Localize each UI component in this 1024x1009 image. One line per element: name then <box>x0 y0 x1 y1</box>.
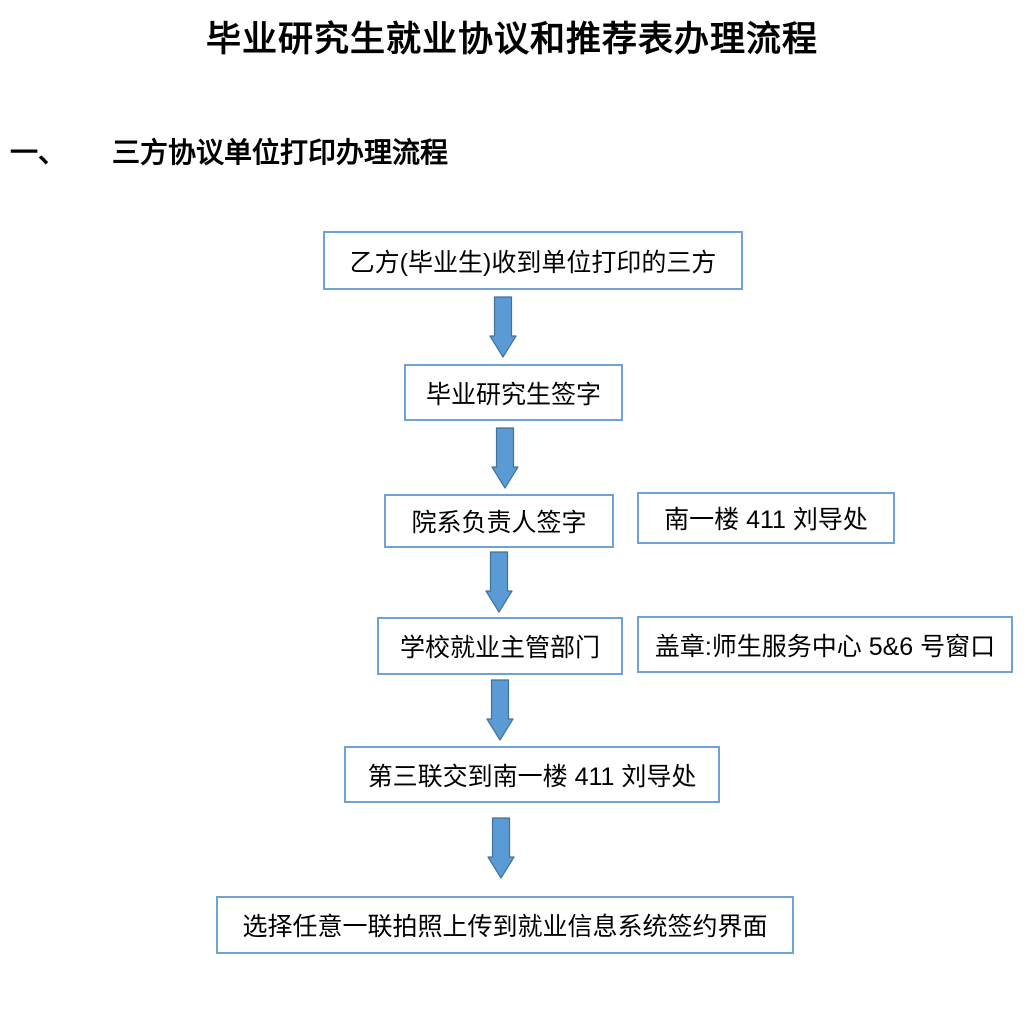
page-title: 毕业研究生就业协议和推荐表办理流程 <box>205 20 818 59</box>
down-arrow-icon <box>487 817 515 879</box>
flow-step-3-note-box: 南一楼 411 刘导处 <box>637 492 895 544</box>
down-arrow-icon <box>485 551 513 613</box>
flow-step-5-box: 第三联交到南一楼 411 刘导处 <box>344 746 720 803</box>
section-title: 三方协议单位打印办理流程 <box>112 137 449 168</box>
flow-step-4-note-box: 盖章:师生服务中心 5&6 号窗口 <box>637 616 1013 673</box>
flow-step-3-box: 院系负责人签字 <box>384 494 614 548</box>
section-heading: 一、 三方协议单位打印办理流程 <box>10 131 910 171</box>
down-arrow-icon <box>491 427 519 489</box>
flow-step-1-box: 乙方(毕业生)收到单位打印的三方 <box>323 231 743 290</box>
section-number: 一、 <box>10 137 67 168</box>
flow-step-2-box: 毕业研究生签字 <box>404 364 623 421</box>
down-arrow-icon <box>486 679 514 741</box>
flow-step-6-box: 选择任意一联拍照上传到就业信息系统签约界面 <box>216 896 794 954</box>
down-arrow-icon <box>489 296 517 358</box>
flow-step-4-box: 学校就业主管部门 <box>377 617 623 675</box>
